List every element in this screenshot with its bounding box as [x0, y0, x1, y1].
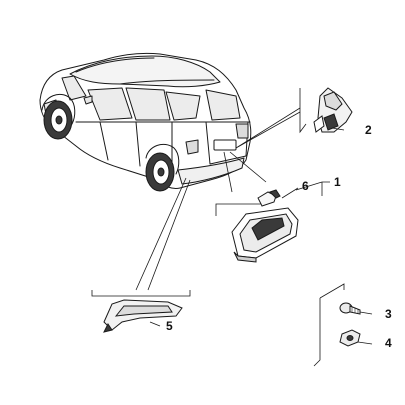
part-clip-nut	[339, 329, 361, 347]
callout-5: 5	[166, 319, 173, 333]
vehicle-illustration	[39, 52, 252, 192]
part-screw	[339, 302, 361, 315]
callout-4: 4	[385, 336, 392, 350]
leader-lines	[91, 88, 345, 367]
part-third-brake-lamp	[313, 87, 353, 133]
callout-leaders	[149, 127, 373, 345]
part-bulb	[257, 189, 281, 207]
part-license-plate-lamp	[231, 207, 299, 263]
callout-2: 2	[365, 123, 372, 137]
callout-3: 3	[385, 307, 392, 321]
callout-1: 1	[334, 175, 341, 189]
callout-6: 6	[302, 179, 309, 193]
part-tailgate-handle	[103, 299, 183, 333]
callout-labels: 1 2 3 4 5 6	[166, 123, 392, 350]
